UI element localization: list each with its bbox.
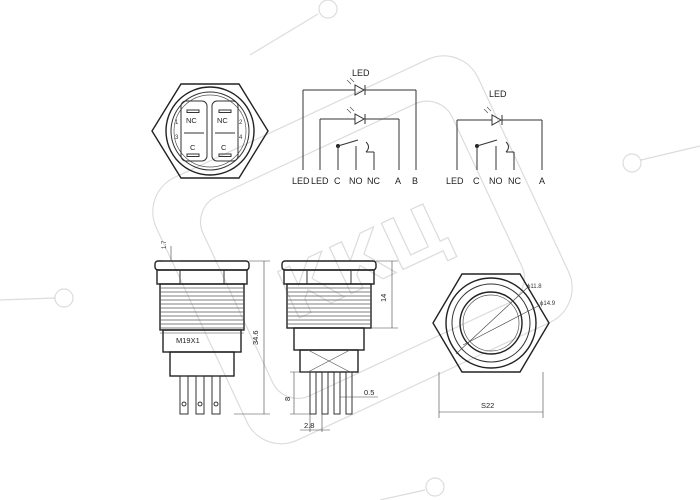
wiring-right-terminal-a: A [539, 176, 545, 186]
top-view-label-c-right: C [221, 143, 227, 152]
top-view-pin-2: 2 [239, 120, 243, 126]
side-view-right: 14 8 0.5 2.8 [281, 260, 398, 432]
wiring-left-terminal-b: B [412, 176, 418, 186]
dim-thread: M19X1 [176, 336, 200, 345]
wiring-right-terminal-nc: NC [508, 176, 521, 186]
dim-pin-length: 8 [283, 397, 292, 401]
wiring-left-terminal-led-1: LED [292, 176, 310, 186]
dim-hex-size: S22 [481, 401, 494, 410]
wiring-left-terminal-c: C [334, 176, 341, 186]
wiring-right-terminal-c: C [473, 176, 480, 186]
dim-ring-diameter: ϕ11.8 [527, 284, 542, 290]
top-view-pin-3: 3 [175, 135, 179, 141]
top-view-pin-4: 4 [239, 135, 243, 141]
top-view-label-c-left: C [190, 143, 196, 152]
dim-thread-length: 14 [379, 294, 388, 302]
wiring-left-terminal-led-2: LED [311, 176, 329, 186]
wiring-right-terminal-no: NO [489, 176, 503, 186]
wiring-left-terminal-no: NO [349, 176, 363, 186]
wiring-right-terminal-led: LED [446, 176, 464, 186]
dim-pin-spacing: 2.8 [304, 421, 314, 430]
wiring-left-led-title: LED [352, 68, 370, 78]
wiring-diagram-right: LED LED C NO NC A [446, 89, 545, 186]
top-view-pin-1: 1 [175, 120, 179, 126]
front-view: ϕ11.8 ϕ14.9 S22 [432, 273, 556, 418]
wiring-left-terminal-nc: NC [367, 176, 380, 186]
top-view-label-nc-right: NC [217, 116, 228, 125]
dim-outer-diameter: ϕ14.9 [540, 301, 556, 307]
wiring-diagram-left: LED LED LED C NO NC A B [292, 68, 418, 186]
dim-head-height: 1.7 [162, 240, 168, 249]
top-view-back: NC NC C C 1 2 3 4 [151, 83, 269, 179]
dim-pin-width: 0.5 [364, 388, 374, 397]
wiring-left-terminal-a: A [395, 176, 401, 186]
side-view-left: 1.7 M19X1 34.6 [154, 240, 270, 415]
wiring-right-led-title: LED [489, 89, 507, 99]
top-view-label-nc-left: NC [186, 116, 197, 125]
dim-total-length: 34.6 [251, 330, 260, 345]
